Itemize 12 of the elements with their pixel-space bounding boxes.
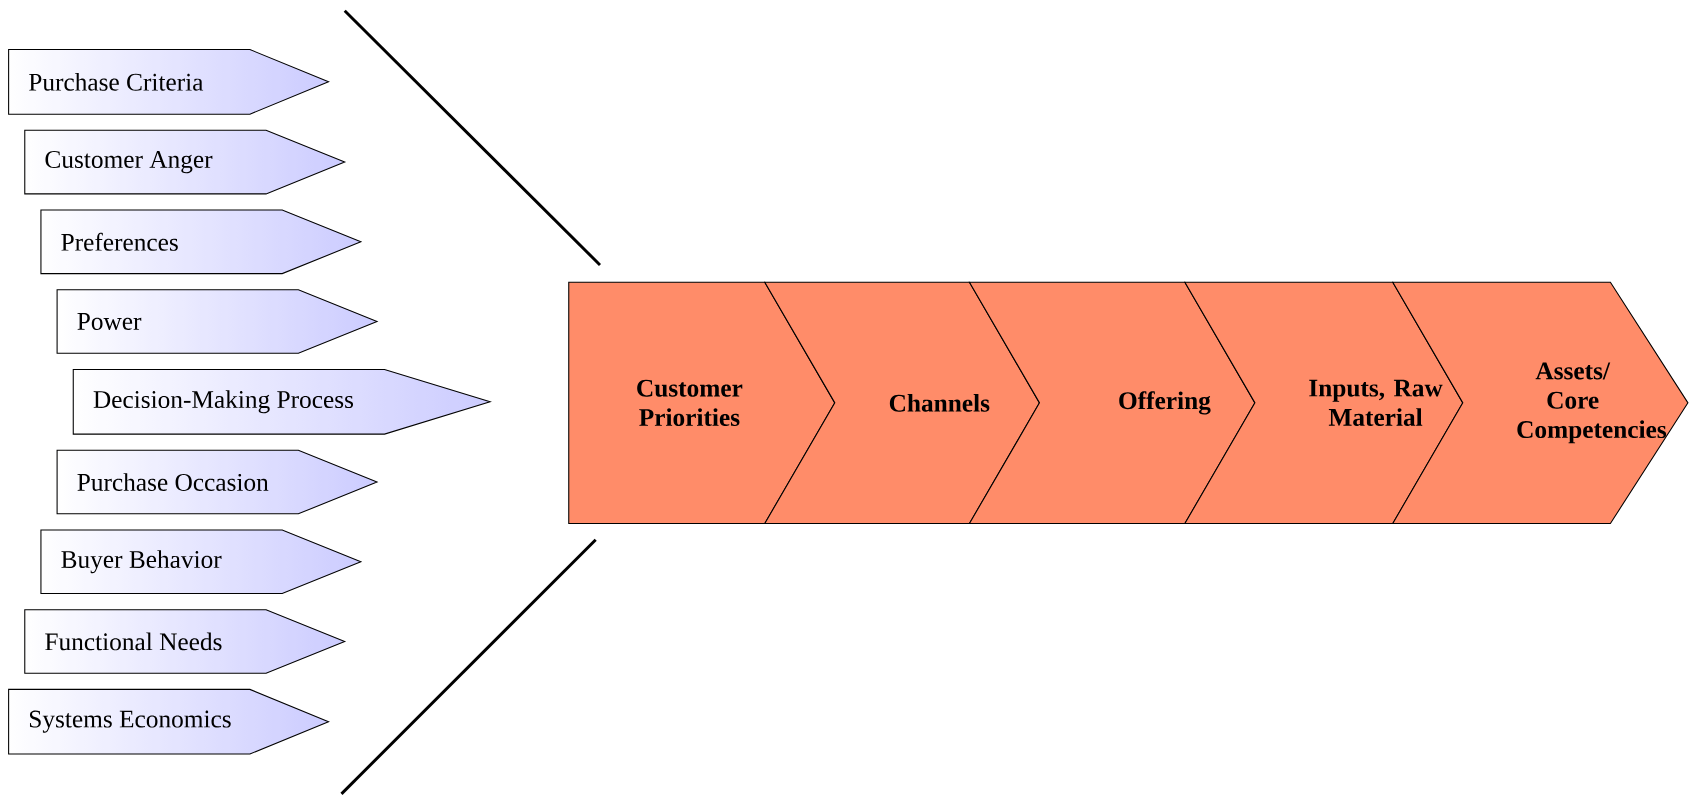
pentagon-tag: Purchase Occasion xyxy=(56,449,379,515)
pentagon-tag: Purchase Criteria xyxy=(8,49,330,115)
process-step-box: Customer Priorities xyxy=(568,281,836,525)
pentagon-tag: Decision-Making Process xyxy=(72,368,492,435)
pentagon-tag: Functional Needs xyxy=(24,609,347,674)
pentagon-tag: Power xyxy=(56,289,379,354)
pentagon-tag: Buyer Behavior xyxy=(40,529,363,595)
node-label: Assets/ Core Competencies xyxy=(1517,362,1667,444)
process-step-box: Channels xyxy=(763,281,1041,525)
pentagon-tag: Customer Anger xyxy=(24,129,347,195)
pentagon-tag: Preferences xyxy=(40,209,363,275)
pentagon-tag: Systems Economics xyxy=(8,688,330,755)
